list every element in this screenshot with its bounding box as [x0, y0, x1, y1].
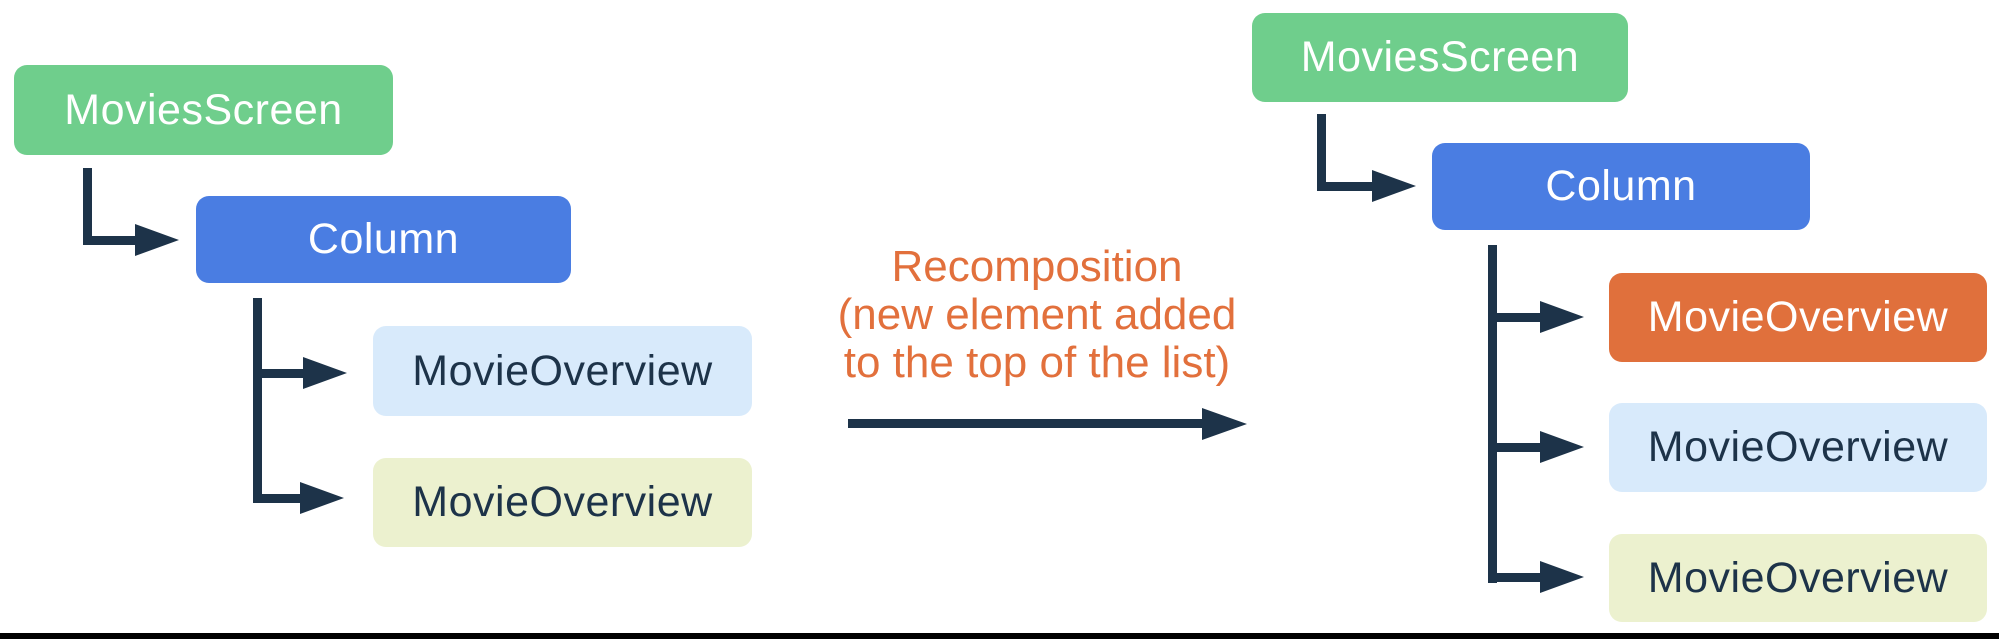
left-movieoverview2-node: MovieOverview [373, 458, 752, 547]
annotation-line-2: (new element added [837, 290, 1237, 339]
right-arrowhead-to-movieoverview2-icon [1540, 431, 1584, 463]
right-arrowhead-to-column-icon [1372, 170, 1416, 202]
annotation-line-1: Recomposition [891, 242, 1183, 291]
annotation-line-3: to the top of the list) [843, 338, 1231, 387]
right-arrowhead-to-movieoverview3-icon [1540, 561, 1584, 593]
right-column-node: Column [1432, 143, 1810, 230]
right-branch3-hline [1488, 573, 1540, 582]
left-moviesscreen-node: MoviesScreen [14, 65, 393, 155]
recomposition-annotation: Recomposition (new element added to the … [797, 243, 1277, 387]
right-connector-moviesscreen-vline [1317, 114, 1326, 191]
right-moviesscreen-node: MoviesScreen [1252, 13, 1628, 102]
right-connector-column-vline [1488, 245, 1497, 583]
right-branch1-hline [1488, 313, 1540, 322]
left-column-node: Column [196, 196, 571, 283]
right-movieoverview1-node-new: MovieOverview [1609, 273, 1987, 362]
right-connector-moviesscreen-hline [1317, 182, 1372, 191]
right-movieoverview2-node: MovieOverview [1609, 403, 1987, 492]
left-arrowhead-to-movieoverview1-icon [303, 357, 347, 389]
left-connector-column-vline [253, 298, 262, 503]
left-branch1-hline [253, 369, 303, 378]
right-arrowhead-to-movieoverview1-icon [1540, 301, 1584, 333]
left-arrowhead-to-column-icon [135, 224, 179, 256]
right-movieoverview3-node: MovieOverview [1609, 534, 1987, 622]
left-connector-moviesscreen-vline [83, 168, 92, 245]
recomposition-arrowhead-icon [1202, 408, 1247, 440]
recomposition-arrow-shaft [848, 419, 1202, 428]
bottom-divider [0, 633, 1999, 639]
left-branch2-hline [253, 494, 300, 503]
left-arrowhead-to-movieoverview2-icon [300, 482, 344, 514]
left-movieoverview1-node: MovieOverview [373, 326, 752, 416]
left-connector-moviesscreen-hline [83, 236, 135, 245]
right-branch2-hline [1488, 443, 1540, 452]
